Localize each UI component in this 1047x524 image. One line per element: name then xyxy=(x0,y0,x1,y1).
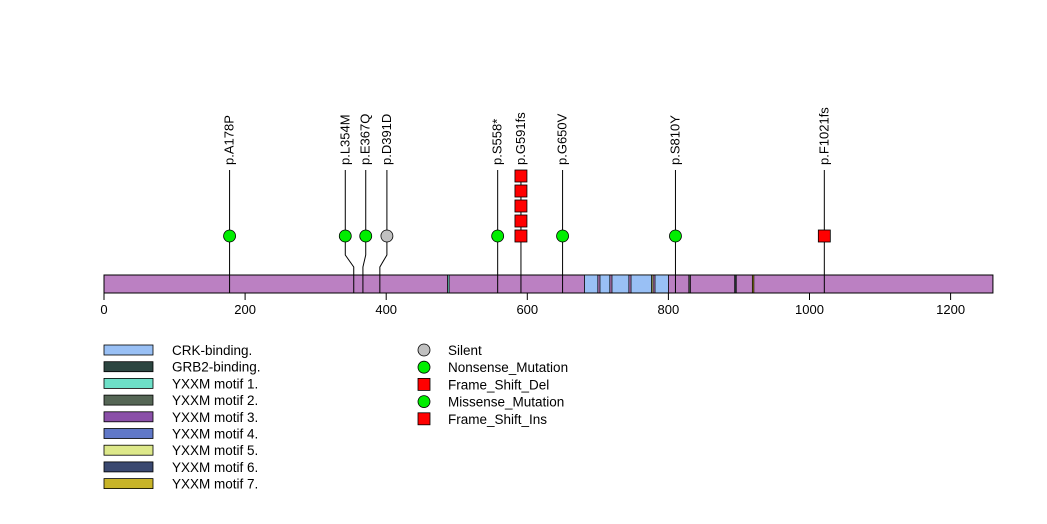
legend-label: YXXM motif 7. xyxy=(172,477,258,492)
legend-label: GRB2-binding. xyxy=(172,360,261,375)
legend-label: Silent xyxy=(448,343,482,358)
legend-label: YXXM motif 5. xyxy=(172,443,258,458)
mutation-head-circle xyxy=(223,229,236,243)
mutation-label: p.E367Q xyxy=(358,114,373,165)
mutation-head-square xyxy=(514,184,528,198)
legend-square xyxy=(417,412,431,426)
domain-grb2-binding- xyxy=(734,274,737,294)
legend-circle xyxy=(417,395,431,409)
mutation-label: p.L354M xyxy=(337,114,352,165)
mutation-label: p.F1021fs xyxy=(816,107,831,165)
domain-crk-binding- xyxy=(654,274,669,294)
legend-swatch xyxy=(103,428,154,439)
mutation-head-circle xyxy=(338,229,352,243)
legend-label: YXXM motif 6. xyxy=(172,460,258,475)
domain-yxxm-motif-7- xyxy=(751,274,755,294)
mutation-head-square xyxy=(514,199,528,213)
protein-bar xyxy=(103,274,994,294)
legend-label: YXXM motif 3. xyxy=(172,410,258,425)
mutation-head-circle xyxy=(359,229,373,243)
legend-label: YXXM motif 4. xyxy=(172,427,258,442)
domain-yxxm-motif-5- xyxy=(651,274,654,294)
domain-yxxm-motif-2- xyxy=(688,274,691,294)
mutation-head-circle xyxy=(380,229,394,243)
legend-swatch xyxy=(103,344,154,356)
domain-crk-binding- xyxy=(630,274,654,294)
axis-tick-label: 200 xyxy=(234,302,256,317)
mutation-label: p.A178P xyxy=(222,115,237,165)
legend-swatch xyxy=(103,394,154,406)
legend-circle xyxy=(417,343,431,357)
legend-square xyxy=(417,377,431,391)
mutation-label: p.S558* xyxy=(490,119,505,165)
legend-label: Frame_Shift_Ins xyxy=(448,412,547,427)
mutation-head-circle xyxy=(556,229,569,243)
axis-tick-label: 0 xyxy=(100,302,107,317)
mutation-head-square xyxy=(514,229,528,243)
mutation-head-circle xyxy=(491,229,505,243)
legend-swatch xyxy=(103,361,154,373)
legend-swatch xyxy=(103,377,154,389)
axis-tick-label: 800 xyxy=(658,302,680,317)
axis-tick-label: 400 xyxy=(375,302,397,317)
legend-label: YXXM motif 1. xyxy=(172,376,258,391)
domain-crk-binding- xyxy=(611,274,630,294)
domain-crk-binding- xyxy=(584,274,599,294)
mutation-head-square xyxy=(514,214,528,228)
mutation-head-square xyxy=(817,229,831,243)
legend-label: Frame_Shift_Del xyxy=(448,377,549,392)
mutation-label: p.G591fs xyxy=(513,112,528,165)
legend-swatch xyxy=(103,461,154,473)
legend-swatch xyxy=(103,478,154,490)
legend-swatch xyxy=(103,444,154,456)
legend-circle xyxy=(417,360,431,374)
mutation-head-square xyxy=(514,169,528,183)
legend-label: YXXM motif 2. xyxy=(172,393,258,408)
legend-label: Missense_Mutation xyxy=(448,395,564,410)
mutation-label: p.S810Y xyxy=(667,115,682,165)
legend-label: CRK-binding. xyxy=(172,343,252,358)
legend-swatch xyxy=(103,411,154,423)
axis-tick-label: 1000 xyxy=(795,302,824,317)
domain-crk-binding- xyxy=(599,274,611,294)
axis-tick-label: 1200 xyxy=(936,302,965,317)
domain-yxxm-motif-1- xyxy=(447,274,450,294)
mutation-label: p.G650V xyxy=(555,113,570,165)
legend-label: Nonsense_Mutation xyxy=(448,360,568,375)
mutation-label: p.D391D xyxy=(379,114,394,165)
mutation-head-circle xyxy=(669,229,682,243)
axis-tick-label: 600 xyxy=(516,302,538,317)
